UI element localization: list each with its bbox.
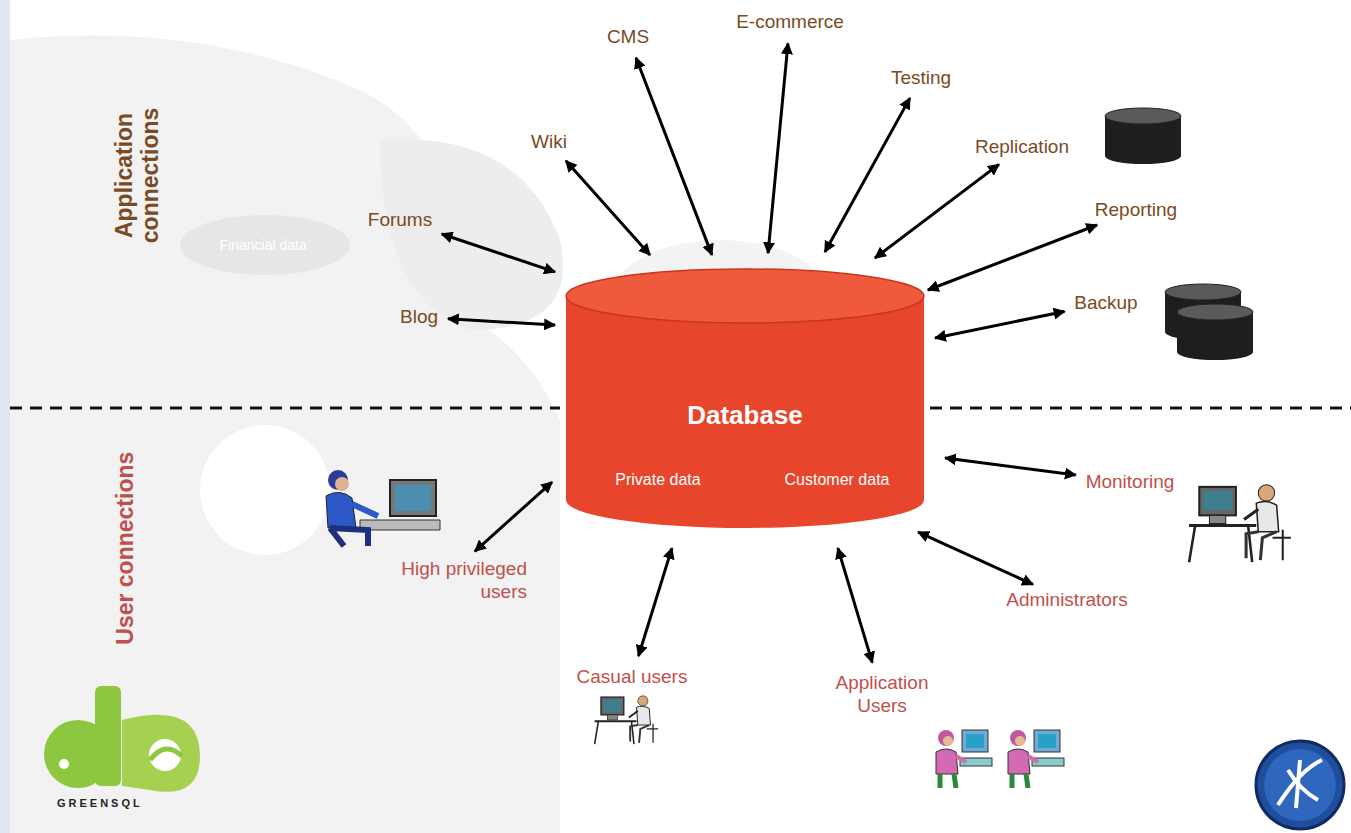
connection-node: Reporting xyxy=(1095,199,1177,222)
connection-node: High privileged users xyxy=(357,558,527,604)
double-arrow xyxy=(838,548,872,663)
section-label: Application connections xyxy=(111,55,164,295)
connection-node: CMS xyxy=(607,26,649,49)
connection-label: Casual users xyxy=(577,666,688,689)
connection-label: Blog xyxy=(400,306,438,329)
connection-node: Blog xyxy=(400,306,438,329)
double-arrow xyxy=(475,482,552,551)
application-user-icon xyxy=(936,730,992,788)
connection-label: Monitoring xyxy=(1086,471,1175,494)
connection-node: Application Users xyxy=(817,672,947,718)
double-arrow xyxy=(638,548,671,656)
double-arrow xyxy=(442,234,555,272)
database-cylinder: DatabasePrivate data Customer data xyxy=(565,268,925,530)
connection-label: Wiki xyxy=(531,131,567,154)
double-arrow xyxy=(935,311,1064,337)
cylinder-shape xyxy=(565,268,925,530)
connection-node: E-commerce xyxy=(736,11,844,34)
double-arrow xyxy=(636,58,712,255)
double-arrow xyxy=(928,225,1097,290)
connection-label: E-commerce xyxy=(736,11,844,34)
connection-node: Monitoring xyxy=(1086,471,1175,494)
logo-text: GREENSQL xyxy=(57,797,143,809)
connection-node: Wiki xyxy=(531,131,567,154)
connection-label: Application Users xyxy=(817,672,947,718)
greensql-logo xyxy=(44,686,200,792)
section-label: User connections xyxy=(112,448,138,648)
connection-label: High privileged users xyxy=(357,558,527,604)
monitoring-icon xyxy=(1189,485,1291,562)
node-title: Database xyxy=(687,400,803,431)
connection-label: Reporting xyxy=(1095,199,1177,222)
replication-disk xyxy=(1105,108,1181,164)
connection-label: CMS xyxy=(607,26,649,49)
watermark-text: Financial data xyxy=(220,237,307,253)
connection-label: Forums xyxy=(368,209,432,232)
double-arrow xyxy=(918,532,1033,584)
connection-label: Replication xyxy=(975,136,1069,159)
connection-label: Backup xyxy=(1074,292,1137,315)
node-caption: Customer data xyxy=(785,471,890,489)
owasp-logo xyxy=(1256,741,1344,829)
connection-node: Replication xyxy=(975,136,1069,159)
double-arrow xyxy=(566,161,650,255)
casual-user-icon xyxy=(595,696,659,744)
double-arrow xyxy=(768,43,788,253)
connection-label: Administrators xyxy=(1006,589,1127,612)
connection-node: Casual users xyxy=(577,666,688,689)
connection-node: Administrators xyxy=(1006,589,1127,612)
connection-node: Forums xyxy=(368,209,432,232)
double-arrow xyxy=(448,319,555,325)
double-arrow xyxy=(945,458,1076,475)
node-caption: Private data xyxy=(615,471,700,489)
connection-node: Testing xyxy=(891,67,951,90)
double-arrow xyxy=(875,164,999,258)
backup-disk xyxy=(1177,304,1253,360)
connection-node: Backup xyxy=(1074,292,1137,315)
connection-label: Testing xyxy=(891,67,951,90)
application-user-icon xyxy=(1008,730,1064,788)
high-privileged-icon xyxy=(326,470,440,546)
double-arrow xyxy=(825,98,910,252)
